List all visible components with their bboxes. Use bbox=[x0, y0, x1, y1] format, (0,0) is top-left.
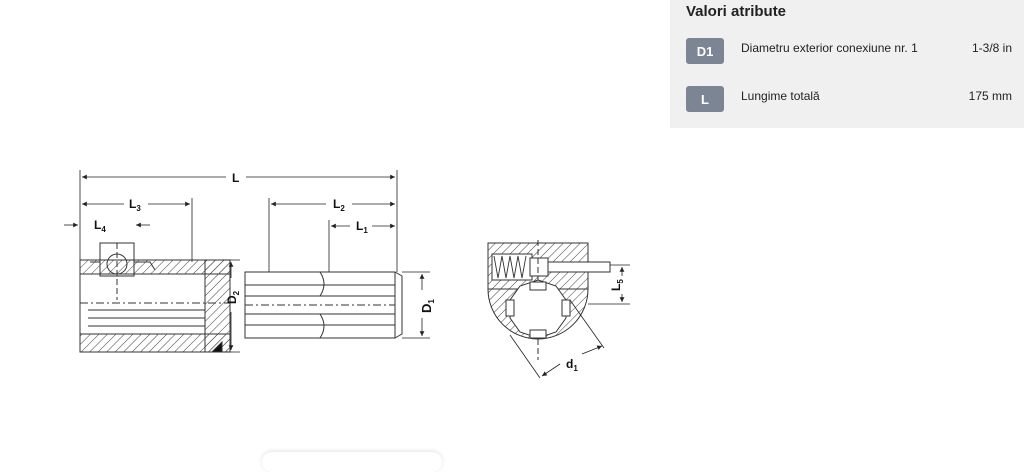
label-d1: d1 bbox=[566, 357, 578, 373]
label-L: L bbox=[232, 171, 239, 185]
attribute-panel-title: Valori atribute bbox=[686, 3, 787, 20]
label-D2: D2 bbox=[225, 290, 241, 304]
hub-notch bbox=[210, 340, 223, 353]
attribute-name: Diametru exterior conexiune nr. 1 bbox=[741, 41, 918, 55]
attribute-name: Lungime totală bbox=[741, 89, 820, 103]
technical-drawing: L L3 L4 L2 L1 D2 D1 L5 d1 bbox=[64, 170, 630, 379]
label-L1: L1 bbox=[356, 219, 368, 235]
attribute-value: 175 mm bbox=[968, 89, 1012, 103]
drawing-labels: L L3 L4 L2 L1 D2 D1 L5 d1 bbox=[94, 171, 625, 373]
label-L4: L4 bbox=[94, 218, 106, 234]
label-L5: L5 bbox=[609, 279, 625, 291]
attribute-panel: Valori atribute bbox=[670, 0, 1024, 128]
end-view-dimensions bbox=[509, 264, 630, 379]
end-view bbox=[487, 240, 611, 360]
label-L2: L2 bbox=[333, 197, 345, 213]
dimension-lines bbox=[64, 170, 430, 353]
side-view bbox=[79, 242, 403, 353]
attribute-code-badge: L bbox=[686, 86, 724, 112]
attribute-row-l: L Lungime totală 175 mm bbox=[686, 86, 1012, 112]
bottom-tab[interactable] bbox=[262, 452, 442, 472]
hub-collar bbox=[204, 259, 231, 353]
label-D1: D1 bbox=[419, 299, 436, 313]
attribute-row-d1: D1 Diametru exterior conexiune nr. 1 1-3… bbox=[686, 38, 1012, 64]
label-L3: L3 bbox=[129, 197, 141, 213]
attribute-value: 1-3/8 in bbox=[971, 41, 1012, 55]
attribute-code-badge: D1 bbox=[686, 38, 724, 64]
